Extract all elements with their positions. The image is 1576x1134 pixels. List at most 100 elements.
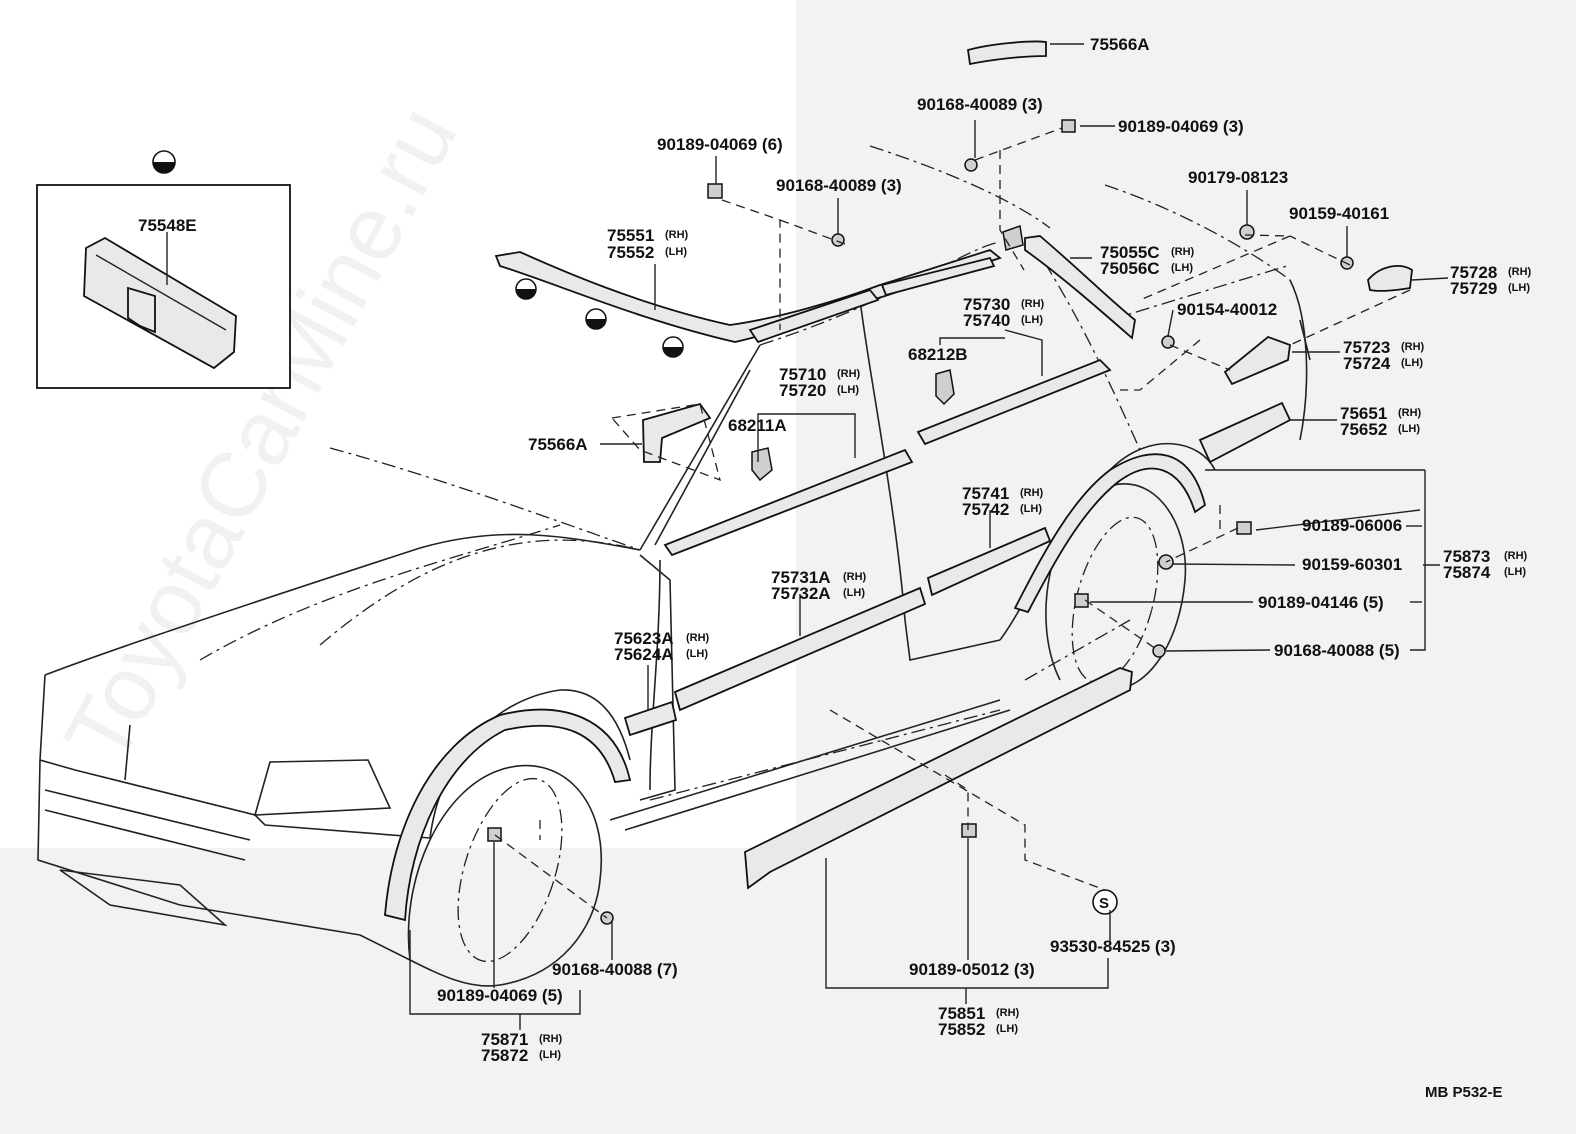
label-75724: 75724 <box>1343 354 1391 373</box>
label-75623a: 75623A <box>614 629 674 648</box>
windshield-moulding <box>494 248 1002 344</box>
label-75724-lh: (LH) <box>1401 357 1423 369</box>
label-75566a-top: 75566A <box>1090 35 1150 54</box>
screw-90168-40088-5 <box>1152 644 1166 658</box>
label-75851: 75851 <box>938 1004 985 1023</box>
label-90189-04146: 90189-04146 (5) <box>1258 593 1384 612</box>
label-75732a-lh: (LH) <box>843 587 865 599</box>
label-75552: 75552 <box>607 243 654 262</box>
label-75740-lh: (LH) <box>1021 314 1043 326</box>
moulding-75741 <box>926 526 1052 597</box>
strip-75566a-left <box>642 402 712 463</box>
label-90154-40012: 90154-40012 <box>1177 300 1277 319</box>
label-75624a: 75624A <box>614 645 674 664</box>
part-labels: 75566A 90168-40089 (3) 90189-04069 (3) 9… <box>437 35 1532 1101</box>
label-90168-40089-mid: 90168-40089 (3) <box>776 176 902 195</box>
moulding-75731a <box>673 586 927 712</box>
label-75551: 75551 <box>607 226 654 245</box>
label-75623a-rh: (RH) <box>686 632 710 644</box>
label-75742-lh: (LH) <box>1020 503 1042 515</box>
label-75056c-lh: (LH) <box>1171 262 1193 274</box>
label-75710-rh: (RH) <box>837 368 861 380</box>
label-75651-rh: (RH) <box>1398 407 1422 419</box>
car-outline <box>37 145 1311 987</box>
diagram-code: MB P532-E <box>1425 1084 1503 1101</box>
roof-drip-moulding <box>1024 235 1136 340</box>
label-75551-rh: (RH) <box>665 229 689 241</box>
arch-moulding-75871 <box>384 708 632 922</box>
label-75741: 75741 <box>962 484 1009 503</box>
label-90168-40088-5: 90168-40088 (5) <box>1274 641 1400 660</box>
emblem-75728 <box>1367 265 1413 292</box>
label-90189-06006: 90189-06006 <box>1302 516 1402 535</box>
inset-box: 75548E <box>36 150 291 389</box>
arch-moulding-75873 <box>1013 453 1207 614</box>
label-75730: 75730 <box>963 295 1010 314</box>
label-93530-84525: 93530-84525 (3) <box>1050 937 1176 956</box>
label-75873: 75873 <box>1443 547 1490 566</box>
clip-90189-05012 <box>961 823 977 838</box>
label-75729-lh: (LH) <box>1508 282 1530 294</box>
label-75851-rh: (RH) <box>996 1007 1020 1019</box>
label-75055c: 75055C <box>1100 243 1160 262</box>
label-90159-60301: 90159-60301 <box>1302 555 1402 574</box>
nut-90179-08123 <box>1239 224 1255 240</box>
moulding-75710 <box>663 448 914 557</box>
s-symbol-text: S <box>1099 895 1109 912</box>
label-75651: 75651 <box>1340 404 1387 423</box>
label-75548e: 75548E <box>138 216 197 235</box>
label-90189-04069-top: 90189-04069 (3) <box>1118 117 1244 136</box>
label-75624a-lh: (LH) <box>686 648 708 660</box>
label-75872-lh: (LH) <box>539 1049 561 1061</box>
label-75874-lh: (LH) <box>1504 566 1526 578</box>
label-75055c-rh: (RH) <box>1171 246 1195 258</box>
label-75852-lh: (LH) <box>996 1023 1018 1035</box>
label-75742: 75742 <box>962 500 1009 519</box>
clip-90189-04069-5 <box>487 827 502 842</box>
label-68211a: 68211A <box>728 416 787 435</box>
clip-90189-04069-6 <box>707 183 723 199</box>
rocker-moulding-75851 <box>744 667 1133 890</box>
label-75652: 75652 <box>1340 420 1387 439</box>
label-75566a-left: 75566A <box>528 435 588 454</box>
label-75873-rh: (RH) <box>1504 550 1528 562</box>
label-90159-40161: 90159-40161 <box>1289 204 1389 223</box>
label-75871: 75871 <box>481 1030 528 1049</box>
label-90189-04069-6: 90189-04069 (6) <box>657 135 783 154</box>
label-75728: 75728 <box>1450 263 1497 282</box>
label-90168-40088-7: 90168-40088 (7) <box>552 960 678 979</box>
label-75720-lh: (LH) <box>837 384 859 396</box>
label-75732a: 75732A <box>771 584 831 603</box>
label-75056c: 75056C <box>1100 259 1160 278</box>
label-75731a: 75731A <box>771 568 831 587</box>
assembly-dash-lines <box>494 127 1411 919</box>
label-75710: 75710 <box>779 365 826 384</box>
clip-68212b <box>935 369 955 406</box>
leader-lines <box>409 43 1449 1030</box>
label-75728-rh: (RH) <box>1508 266 1532 278</box>
label-75731a-rh: (RH) <box>843 571 867 583</box>
half-circle-markers <box>515 278 684 358</box>
label-75740: 75740 <box>963 311 1010 330</box>
moulding-75723 <box>1223 335 1291 386</box>
label-90189-04069-5: 90189-04069 (5) <box>437 986 563 1005</box>
label-75871-rh: (RH) <box>539 1033 563 1045</box>
label-75852: 75852 <box>938 1020 985 1039</box>
label-68212b: 68212B <box>908 345 968 364</box>
moulding-75730 <box>916 358 1112 446</box>
label-75723-rh: (RH) <box>1401 341 1425 353</box>
strip-75566a-top <box>966 40 1047 66</box>
moulding-75623a <box>623 700 678 737</box>
clip-90189-06006 <box>1236 521 1252 535</box>
label-75741-rh: (RH) <box>1020 487 1044 499</box>
label-90168-40089-top: 90168-40089 (3) <box>917 95 1043 114</box>
clip-90189-04069-3 <box>1061 119 1076 133</box>
label-75652-lh: (LH) <box>1398 423 1420 435</box>
clip-90189-04146 <box>1074 593 1089 608</box>
label-75872: 75872 <box>481 1046 528 1065</box>
bracket-75548e-drawing <box>83 236 237 370</box>
label-90179-08123: 90179-08123 <box>1188 168 1288 187</box>
label-90189-05012: 90189-05012 (3) <box>909 960 1035 979</box>
label-75552-lh: (LH) <box>665 246 687 258</box>
